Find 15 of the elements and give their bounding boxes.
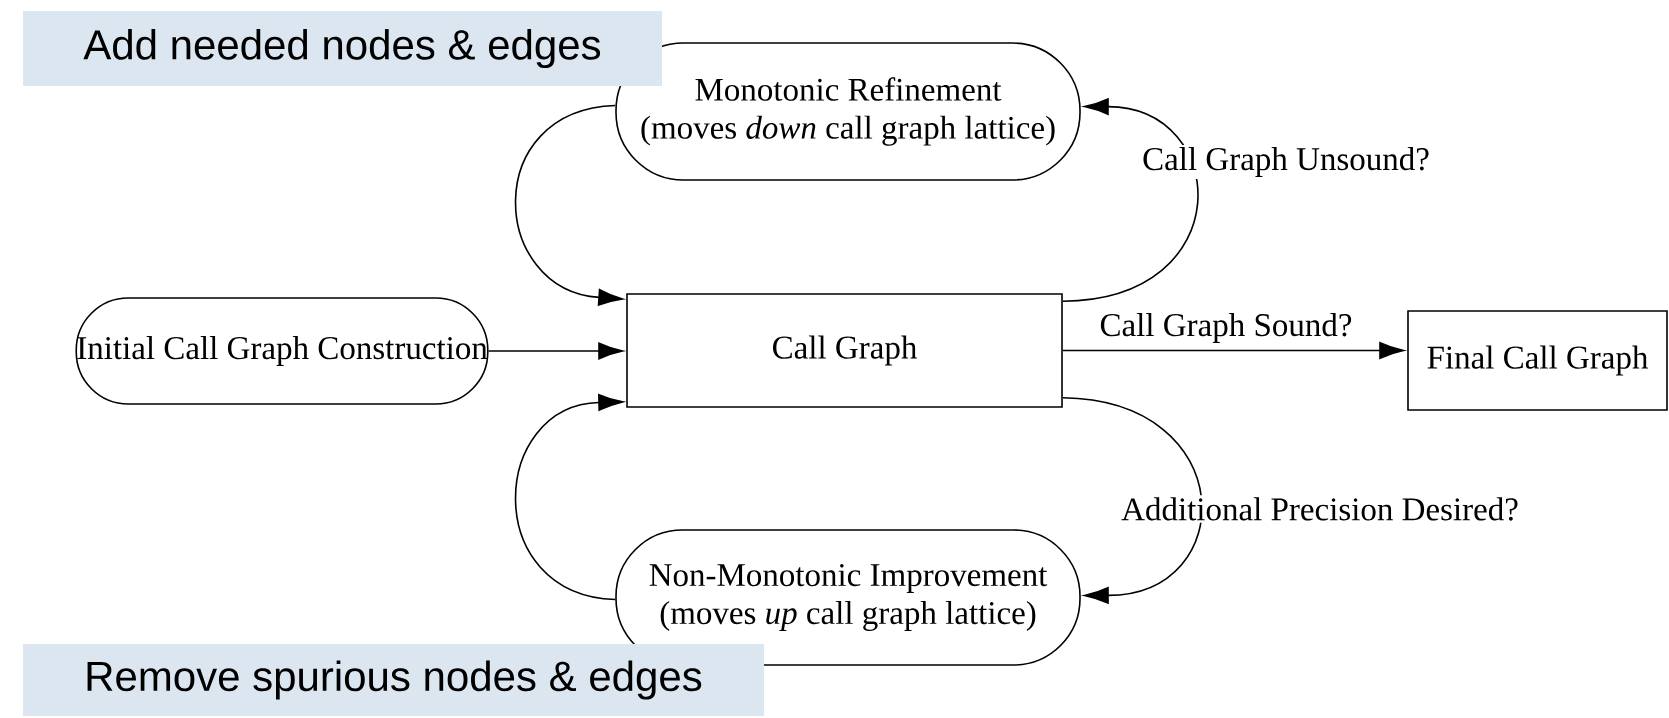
process-stadium: Initial Call Graph Construction [75,297,489,405]
arrow [487,342,624,360]
arrow [514,393,624,601]
arrow [1062,342,1405,359]
process-box: Call Graph [626,293,1063,408]
edge-label: Call Graph Sound? [1097,311,1355,345]
edge-label: Additional Precision Desired? [1119,495,1521,523]
process-stadium: Monotonic Refinement (moves down call graph lattice) [615,42,1081,181]
edge-label: Call Graph Unsound? [1140,145,1432,179]
note-banner: Add needed nodes & edges [23,11,662,86]
arrow [1062,98,1199,302]
arrow [514,104,624,306]
arrow [1062,397,1203,604]
note-banner: Remove spurious nodes & edges [23,644,764,716]
process-box: Final Call Graph [1407,310,1668,411]
